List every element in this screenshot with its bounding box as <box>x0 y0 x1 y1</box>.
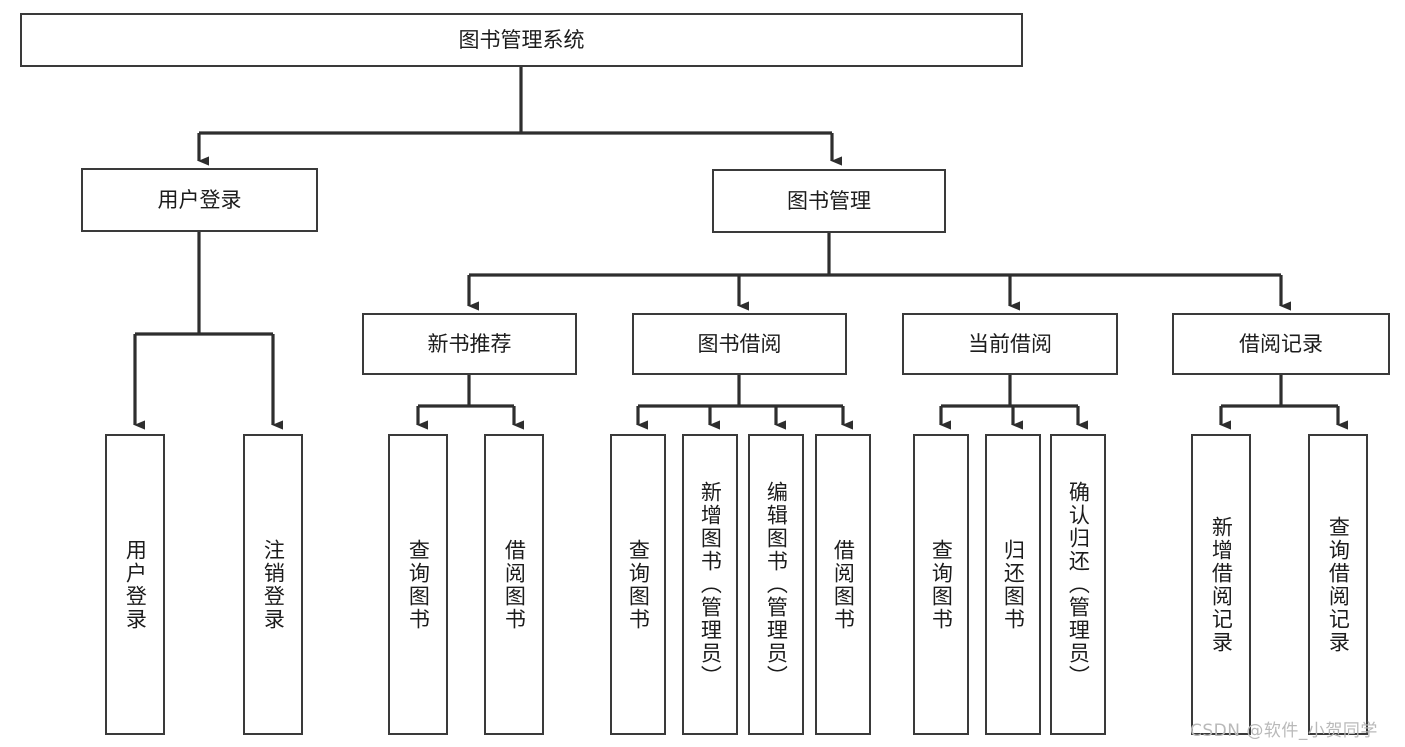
node-leaf-borrow-book-1[interactable]: 借阅图书 <box>484 434 544 735</box>
node-leaf-borrow-book-1-label: 借阅图书 <box>502 538 527 631</box>
node-leaf-user-login-label: 用户登录 <box>123 538 148 631</box>
node-leaf-return-book-label: 归还图书 <box>1001 538 1026 631</box>
node-leaf-add-borrow-record-label: 新增借阅记录 <box>1209 515 1234 654</box>
node-leaf-edit-book-admin[interactable]: 编辑图书（管理员） <box>748 434 804 735</box>
node-leaf-query-borrow-record[interactable]: 查询借阅记录 <box>1308 434 1368 735</box>
node-book-management-label: 图书管理 <box>787 188 871 213</box>
node-leaf-add-book-admin-label: 新增图书（管理员） <box>698 481 723 688</box>
node-leaf-confirm-return-admin[interactable]: 确认归还（管理员） <box>1050 434 1106 735</box>
node-leaf-user-logout-label: 注销登录 <box>261 538 286 631</box>
node-leaf-query-book-3[interactable]: 查询图书 <box>913 434 969 735</box>
node-root[interactable]: 图书管理系统 <box>20 13 1023 67</box>
node-leaf-query-book-2-label: 查询图书 <box>626 538 651 631</box>
node-leaf-return-book[interactable]: 归还图书 <box>985 434 1041 735</box>
node-leaf-borrow-book-2[interactable]: 借阅图书 <box>815 434 871 735</box>
node-leaf-query-book-3-label: 查询图书 <box>929 538 954 631</box>
node-root-label: 图书管理系统 <box>458 27 585 52</box>
node-borrow-record-label: 借阅记录 <box>1239 331 1323 356</box>
node-leaf-user-login[interactable]: 用户登录 <box>105 434 165 735</box>
node-leaf-query-book-1-label: 查询图书 <box>406 538 431 631</box>
node-current-borrow[interactable]: 当前借阅 <box>902 313 1118 375</box>
node-leaf-query-book-1[interactable]: 查询图书 <box>388 434 448 735</box>
node-leaf-edit-book-admin-label: 编辑图书（管理员） <box>764 481 789 688</box>
node-borrow-record[interactable]: 借阅记录 <box>1172 313 1390 375</box>
node-leaf-user-logout[interactable]: 注销登录 <box>243 434 303 735</box>
node-new-book-recommend-label: 新书推荐 <box>427 331 512 356</box>
node-book-borrow-label: 图书借阅 <box>697 331 782 356</box>
node-user-login[interactable]: 用户登录 <box>81 168 318 232</box>
node-leaf-add-borrow-record[interactable]: 新增借阅记录 <box>1191 434 1251 735</box>
node-leaf-query-borrow-record-label: 查询借阅记录 <box>1326 515 1351 654</box>
node-book-borrow[interactable]: 图书借阅 <box>632 313 847 375</box>
node-leaf-add-book-admin[interactable]: 新增图书（管理员） <box>682 434 738 735</box>
node-leaf-borrow-book-2-label: 借阅图书 <box>831 538 856 631</box>
node-leaf-confirm-return-admin-label: 确认归还（管理员） <box>1066 481 1091 688</box>
node-user-login-label: 用户登录 <box>157 187 242 212</box>
node-new-book-recommend[interactable]: 新书推荐 <box>362 313 577 375</box>
node-current-borrow-label: 当前借阅 <box>968 331 1052 356</box>
node-leaf-query-book-2[interactable]: 查询图书 <box>610 434 666 735</box>
node-book-management[interactable]: 图书管理 <box>712 169 946 233</box>
watermark-text: CSDN @软件_小贺同学 <box>1190 721 1378 741</box>
